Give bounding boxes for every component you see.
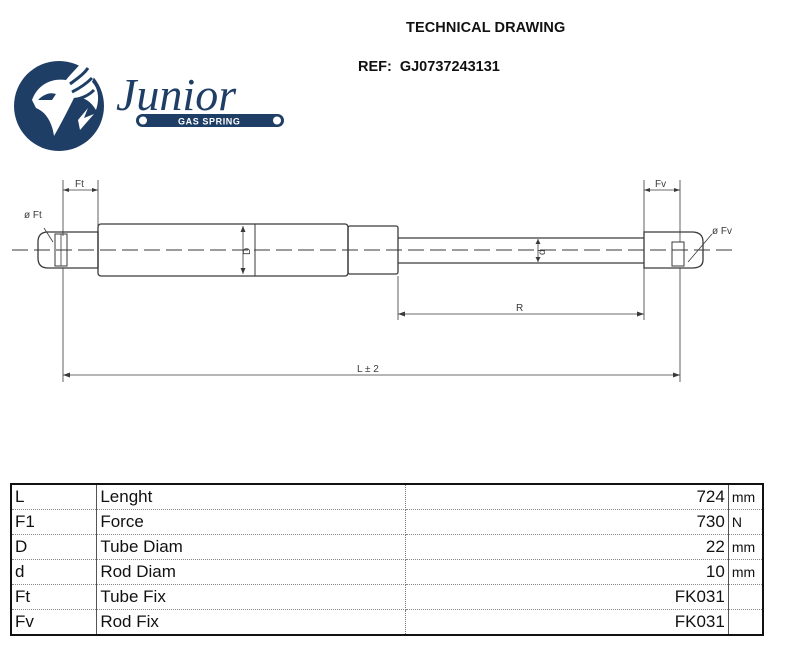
logo-rod-graphic	[136, 114, 284, 127]
spec-value: FK031	[405, 584, 729, 610]
junior-logo: Junior GAS SPRING	[14, 40, 284, 151]
spec-unit: mm	[728, 534, 763, 560]
tube-seal	[347, 225, 399, 275]
spec-code: D	[11, 534, 98, 560]
spec-name: Tube Diam	[96, 534, 406, 560]
spec-name: Rod Fix	[96, 609, 406, 635]
spec-value: 724	[405, 484, 729, 510]
gas-spring-drawing: Ft Fv ø Ft ø Fv D d R L ± 2	[12, 179, 738, 382]
spec-name: Tube Fix	[96, 584, 406, 610]
spec-unit: mm	[728, 559, 763, 585]
spec-unit: N	[728, 509, 763, 535]
spec-unit	[728, 584, 763, 610]
table-row: Fv Rod Fix FK031	[11, 609, 763, 636]
length-label: L ± 2	[357, 364, 379, 375]
ft-label: Ft	[75, 179, 84, 190]
document-title: TECHNICAL DRAWING	[406, 20, 566, 36]
spec-unit: mm	[728, 484, 763, 510]
ref-label: REF:	[358, 59, 392, 75]
spec-code: d	[11, 559, 98, 585]
spec-code: L	[11, 484, 98, 510]
diameter-ft-label: ø Ft	[24, 210, 42, 221]
right-end-fitting	[643, 231, 704, 269]
spec-code: Fv	[11, 609, 98, 635]
spec-name: Force	[96, 509, 406, 535]
table-row: D Tube Diam 22 mm	[11, 534, 763, 560]
spec-name: Rod Diam	[96, 559, 406, 585]
eagle-emblem-icon	[14, 40, 108, 151]
reference-line: REF: GJ0737243131	[358, 59, 500, 75]
spec-name: Lenght	[96, 484, 406, 510]
table-row: L Lenght 724 mm	[11, 484, 763, 510]
diameter-fv-label: ø Fv	[712, 226, 732, 237]
ref-value: GJ0737243131	[399, 59, 500, 75]
spec-value: 730	[405, 509, 729, 535]
rod-diameter-label: d	[537, 249, 548, 255]
table-row: Ft Tube Fix FK031	[11, 584, 763, 610]
left-end-fitting	[37, 231, 99, 269]
fv-label: Fv	[655, 179, 666, 190]
spec-unit	[728, 610, 763, 636]
spec-code: F1	[11, 509, 98, 535]
spec-code: Ft	[11, 584, 98, 610]
stroke-label: R	[516, 303, 523, 314]
table-row: F1 Force 730 N	[11, 509, 763, 535]
specifications-table: L Lenght 724 mm F1 Force 730 N D Tube Di…	[10, 483, 764, 636]
table-row: d Rod Diam 10 mm	[11, 559, 763, 585]
spec-value: FK031	[405, 609, 729, 635]
tube-diameter-label: D	[242, 248, 253, 255]
logo-brand-text: Junior	[116, 69, 237, 120]
logo-tagline: GAS SPRING	[178, 117, 241, 127]
spec-value: 10	[405, 559, 729, 585]
spec-value: 22	[405, 534, 729, 560]
